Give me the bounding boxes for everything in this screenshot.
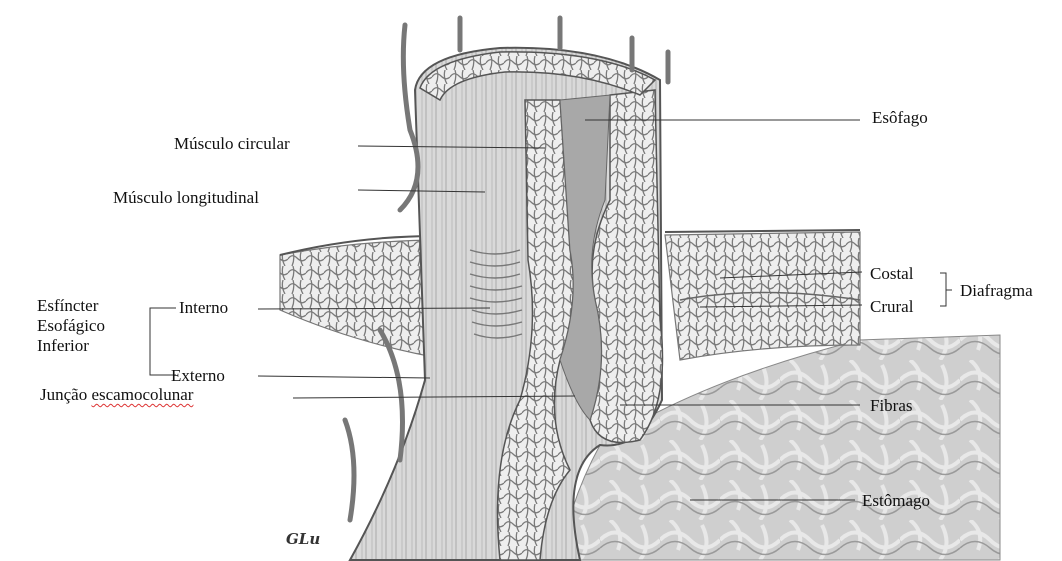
label-esofago: Esôfago xyxy=(872,108,928,128)
label-esofagico: Esofágico xyxy=(37,316,105,336)
label-diafragma: Diafragma xyxy=(960,281,1033,301)
label-fibras: Fibras xyxy=(870,396,913,416)
leader-externo xyxy=(258,376,430,378)
label-musculo-circular: Músculo circular xyxy=(174,134,290,154)
label-juncao-word: escamocolunar xyxy=(91,385,193,404)
artist-signature: GLu xyxy=(286,530,320,548)
label-juncao-escamocolunar: Junção escamocolunar xyxy=(40,385,193,405)
label-crural: Crural xyxy=(870,297,913,317)
label-estomago: Estômago xyxy=(862,491,930,511)
label-inferior: Inferior xyxy=(37,336,105,356)
label-costal: Costal xyxy=(870,264,913,284)
label-interno: Interno xyxy=(179,298,228,318)
label-esfincter: Esfíncter xyxy=(37,296,105,316)
label-musculo-longitudinal: Músculo longitudinal xyxy=(113,188,259,208)
label-juncao-prefix: Junção xyxy=(40,385,91,404)
esfincter-bracket xyxy=(150,308,176,375)
label-externo: Externo xyxy=(171,366,225,386)
diafragma-bracket xyxy=(940,273,952,306)
label-esfincter-group: Esfíncter Esofágico Inferior xyxy=(37,296,105,356)
